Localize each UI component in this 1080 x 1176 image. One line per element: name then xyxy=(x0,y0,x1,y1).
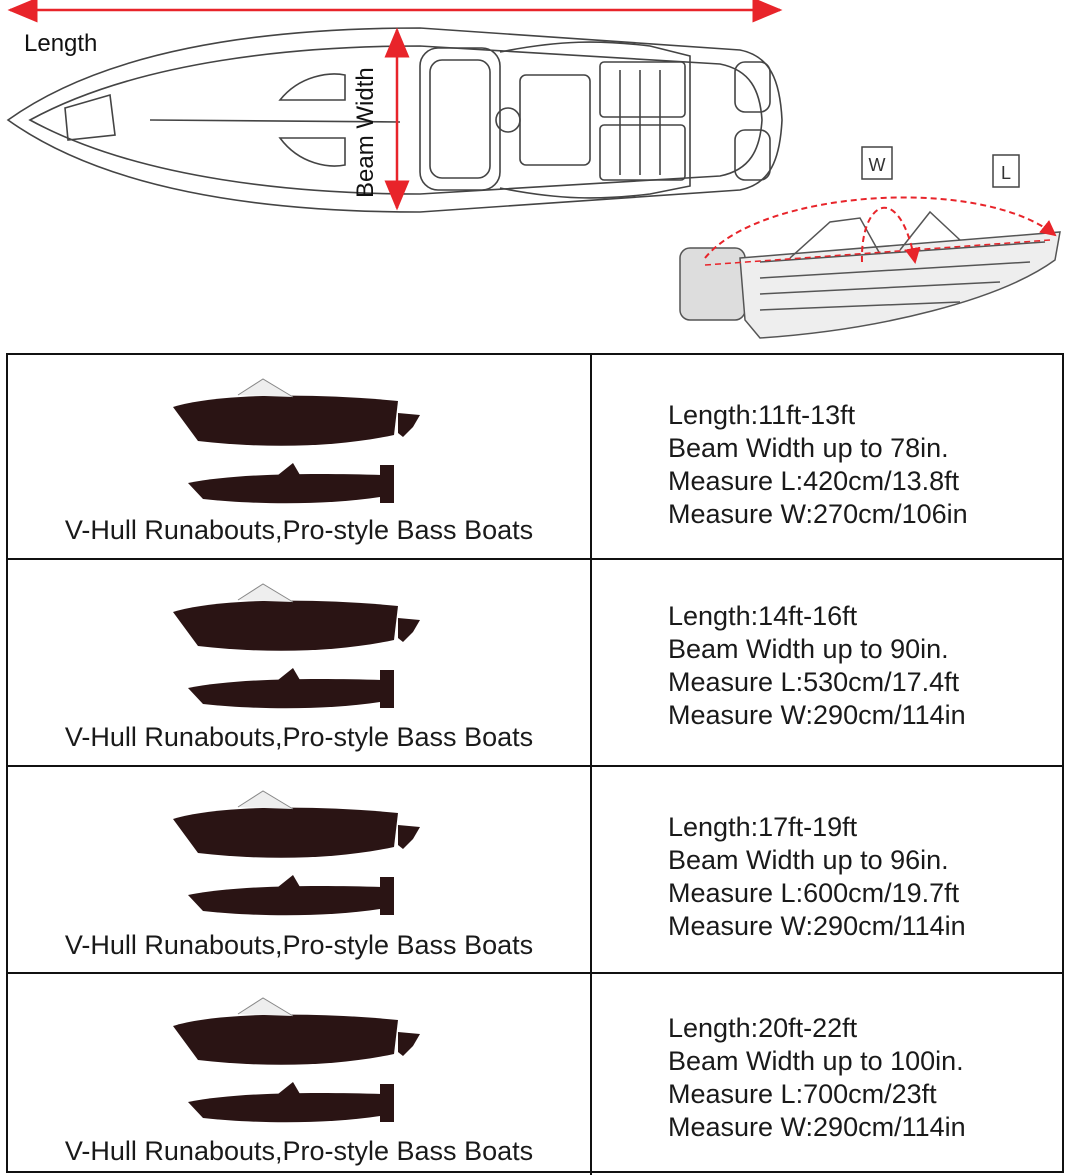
specs-cell: Length:20ft-22ft Beam Width up to 100in.… xyxy=(592,974,1062,1175)
table-row: V-Hull Runabouts,Pro-style Bass Boats Le… xyxy=(8,765,1062,972)
specs-cell: Length:11ft-13ft Beam Width up to 78in. … xyxy=(592,355,1062,558)
boat-silhouettes-icon xyxy=(173,583,420,709)
measure-w-spec: Measure W:290cm/114in xyxy=(668,911,966,941)
measure-l-curve xyxy=(704,196,1057,259)
measure-w-spec: Measure W:290cm/114in xyxy=(668,700,966,730)
boat-type-label: V-Hull Runabouts,Pro-style Bass Boats xyxy=(64,1136,534,1166)
table-row: V-Hull Runabouts,Pro-style Bass Boats Le… xyxy=(8,972,1062,1175)
boat-type-cell: V-Hull Runabouts,Pro-style Bass Boats xyxy=(8,560,590,765)
column-divider xyxy=(590,767,592,972)
measure-l-spec: Measure L:420cm/13.8ft xyxy=(668,466,960,496)
table-row: V-Hull Runabouts,Pro-style Bass Boats Le… xyxy=(8,558,1062,765)
table-row: V-Hull Runabouts,Pro-style Bass Boats Le… xyxy=(8,355,1062,558)
measure-w-spec: Measure W:290cm/114in xyxy=(668,1112,966,1142)
measure-w-spec: Measure W:270cm/106in xyxy=(668,499,968,529)
specs-cell: Length:14ft-16ft Beam Width up to 90in. … xyxy=(592,560,1062,765)
boat-side-view xyxy=(679,210,1061,339)
length-spec: Length:20ft-22ft xyxy=(668,1013,858,1043)
boat-type-label: V-Hull Runabouts,Pro-style Bass Boats xyxy=(64,722,534,752)
measure-l-spec: Measure L:700cm/23ft xyxy=(668,1079,937,1109)
boat-type-label: V-Hull Runabouts,Pro-style Bass Boats xyxy=(64,930,534,960)
boat-silhouettes-icon xyxy=(173,997,420,1123)
specs-list: Length:20ft-22ft Beam Width up to 100in.… xyxy=(668,1012,966,1144)
length-spec: Length:11ft-13ft xyxy=(668,400,856,430)
beam-spec: Beam Width up to 78in. xyxy=(668,433,949,463)
boat-type-label: V-Hull Runabouts,Pro-style Bass Boats xyxy=(64,515,534,545)
specs-cell: Length:17ft-19ft Beam Width up to 96in. … xyxy=(592,767,1062,972)
hull-top-view xyxy=(6,27,783,213)
size-table: V-Hull Runabouts,Pro-style Bass Boats Le… xyxy=(6,353,1064,1175)
column-divider xyxy=(590,974,592,1175)
measure-w-curve xyxy=(860,207,921,264)
w-tag: W xyxy=(869,155,886,175)
boat-top-view-illustration: W L xyxy=(6,0,1061,339)
l-tag-box xyxy=(992,154,1020,188)
length-spec: Length:14ft-16ft xyxy=(668,601,858,631)
specs-list: Length:17ft-19ft Beam Width up to 96in. … xyxy=(668,811,966,943)
specs-list: Length:11ft-13ft Beam Width up to 78in. … xyxy=(668,399,968,531)
boat-silhouettes-icon xyxy=(173,790,420,916)
column-divider xyxy=(590,560,592,765)
measure-l-spec: Measure L:530cm/17.4ft xyxy=(668,667,960,697)
column-divider xyxy=(590,355,592,558)
boat-type-cell: V-Hull Runabouts,Pro-style Bass Boats xyxy=(8,355,590,558)
w-tag-box xyxy=(861,146,893,180)
boat-silhouettes-icon xyxy=(173,378,420,504)
length-label: Length xyxy=(24,30,98,57)
boat-type-cell: V-Hull Runabouts,Pro-style Bass Boats xyxy=(8,974,590,1175)
l-tag: L xyxy=(1001,163,1011,183)
beam-spec: Beam Width up to 96in. xyxy=(668,845,949,875)
beam-width-label: Beam Width xyxy=(352,67,379,198)
specs-list: Length:14ft-16ft Beam Width up to 90in. … xyxy=(668,600,966,732)
beam-spec: Beam Width up to 90in. xyxy=(668,634,949,664)
boat-measurement-diagram: W L Length Beam Width xyxy=(0,0,1080,350)
boat-type-cell: V-Hull Runabouts,Pro-style Bass Boats xyxy=(8,767,590,972)
beam-spec: Beam Width up to 100in. xyxy=(668,1046,964,1076)
measure-l-spec: Measure L:600cm/19.7ft xyxy=(668,878,960,908)
length-spec: Length:17ft-19ft xyxy=(668,812,858,842)
